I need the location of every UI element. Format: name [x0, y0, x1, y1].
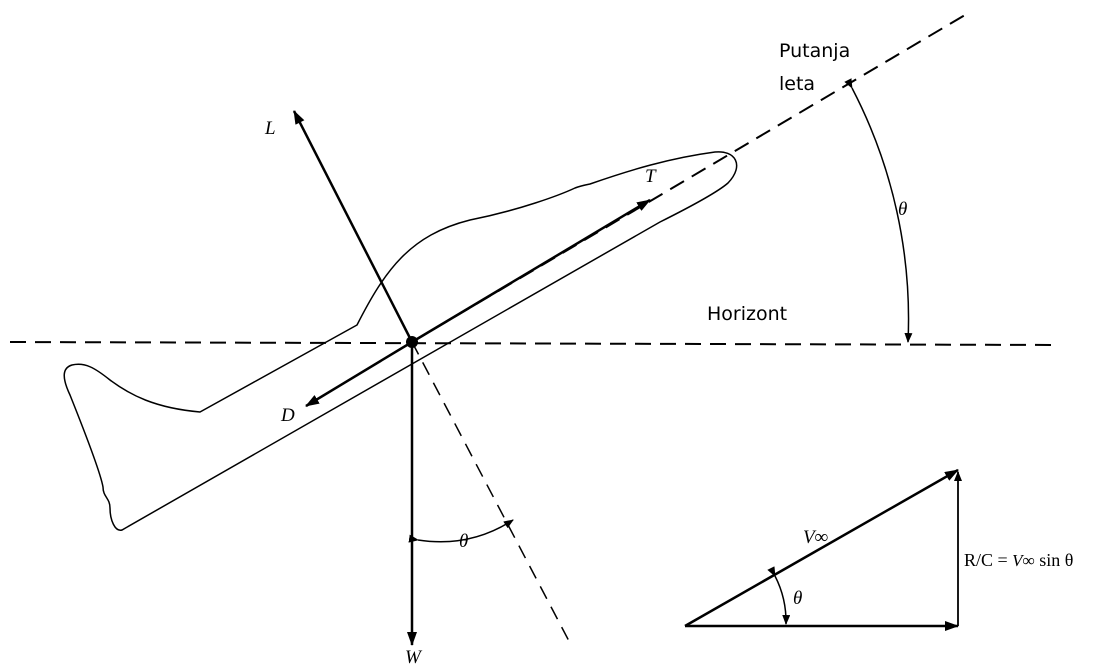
theta-top-label: θ — [898, 199, 907, 220]
theta-bottom-label: θ — [459, 531, 468, 552]
horizon-line — [9, 341, 1061, 346]
lift-extension-line — [411, 341, 571, 644]
theta-triangle-label: θ — [793, 588, 802, 609]
airplane-outline — [63, 151, 738, 531]
center-of-gravity-dot — [406, 336, 418, 348]
flight-path-label-line2: leta — [779, 73, 815, 95]
rate-of-climb-label: R/C = V∞ sin θ — [964, 550, 1073, 570]
velocity-vector — [684, 468, 959, 628]
horizon-label: Horizont — [707, 303, 787, 325]
theta-arc-triangle — [767, 566, 791, 625]
thrust-vector — [411, 198, 651, 344]
thrust-label: T — [645, 166, 657, 187]
drag-label: D — [280, 405, 295, 426]
theta-arc-top — [844, 78, 913, 343]
theta-arc-bottom — [408, 519, 514, 543]
flight-path-label-line1: Putanja — [779, 40, 850, 62]
lift-vector — [292, 110, 414, 343]
lift-label: L — [264, 118, 276, 139]
drag-vector — [305, 340, 413, 408]
weight-label: W — [405, 647, 423, 664]
velocity-label: V∞ — [803, 527, 828, 548]
